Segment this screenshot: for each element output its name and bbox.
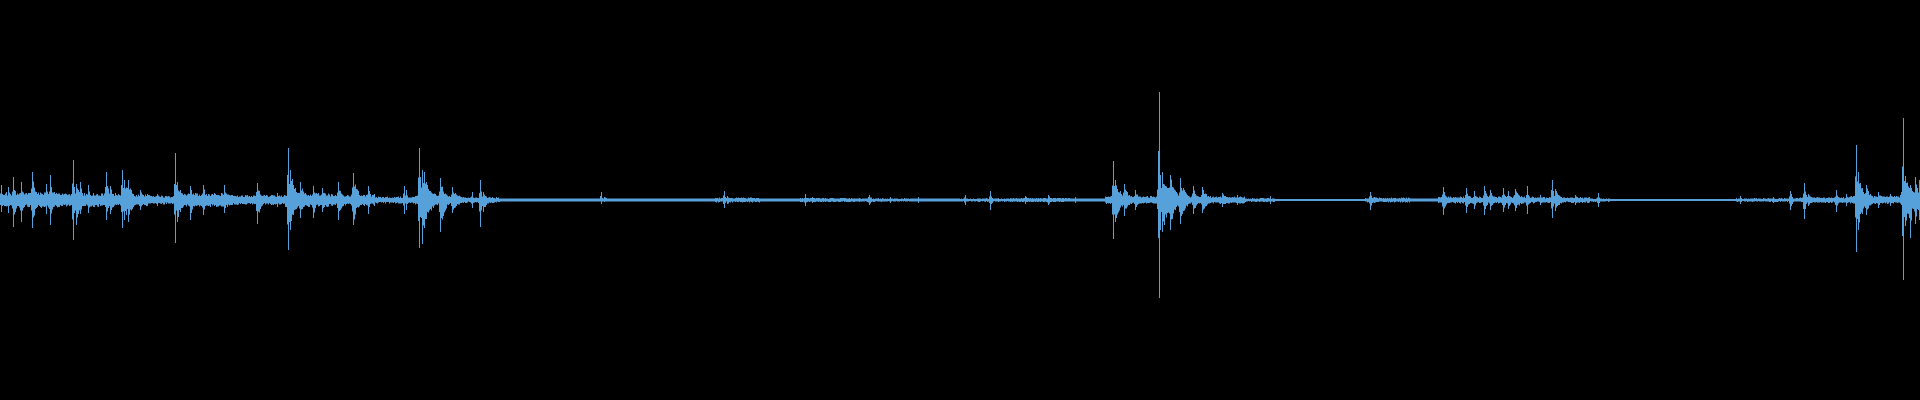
waveform-path [0,92,1920,298]
